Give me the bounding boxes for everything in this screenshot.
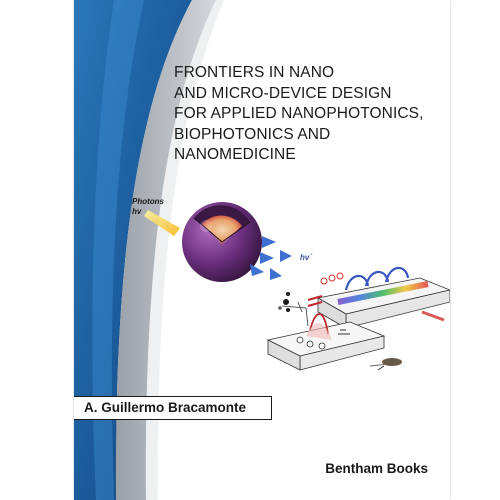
- title-line: BIOPHOTONICS AND: [174, 125, 331, 143]
- cover-illustration: Photons hv hv´: [132, 197, 450, 371]
- title-line: FOR APPLIED NANOPHOTONICS,: [174, 105, 424, 122]
- hv-prime-label: hv´: [300, 253, 313, 262]
- author-name: A. Guillermo Bracamonte: [84, 400, 247, 415]
- emitted-light-arrows: [250, 236, 292, 280]
- book-cover: FRONTIERS IN NANO AND MICRO-DEVICE DESIG…: [74, 0, 450, 500]
- book-title: FRONTIERS IN NANO AND MICRO-DEVICE DESIG…: [174, 63, 444, 166]
- title-line: FRONTIERS IN NANO: [174, 64, 335, 81]
- publisher-name: Bentham Books: [325, 461, 428, 476]
- title-line: NANOMEDICINE: [174, 146, 296, 163]
- title-line: AND MICRO-DEVICE DESIGN: [174, 84, 392, 102]
- author-banner: A. Guillermo Bracamonte: [74, 396, 272, 420]
- incoming-light-beam: [144, 210, 180, 236]
- nano-device-chip-right: [316, 266, 450, 329]
- core-shell-nanoparticle: [182, 202, 262, 282]
- nano-device-chip-left: [266, 292, 402, 371]
- hv-label: hv: [132, 207, 142, 216]
- cover-background-swoosh: [74, 0, 224, 500]
- photons-label: Photons: [132, 197, 165, 206]
